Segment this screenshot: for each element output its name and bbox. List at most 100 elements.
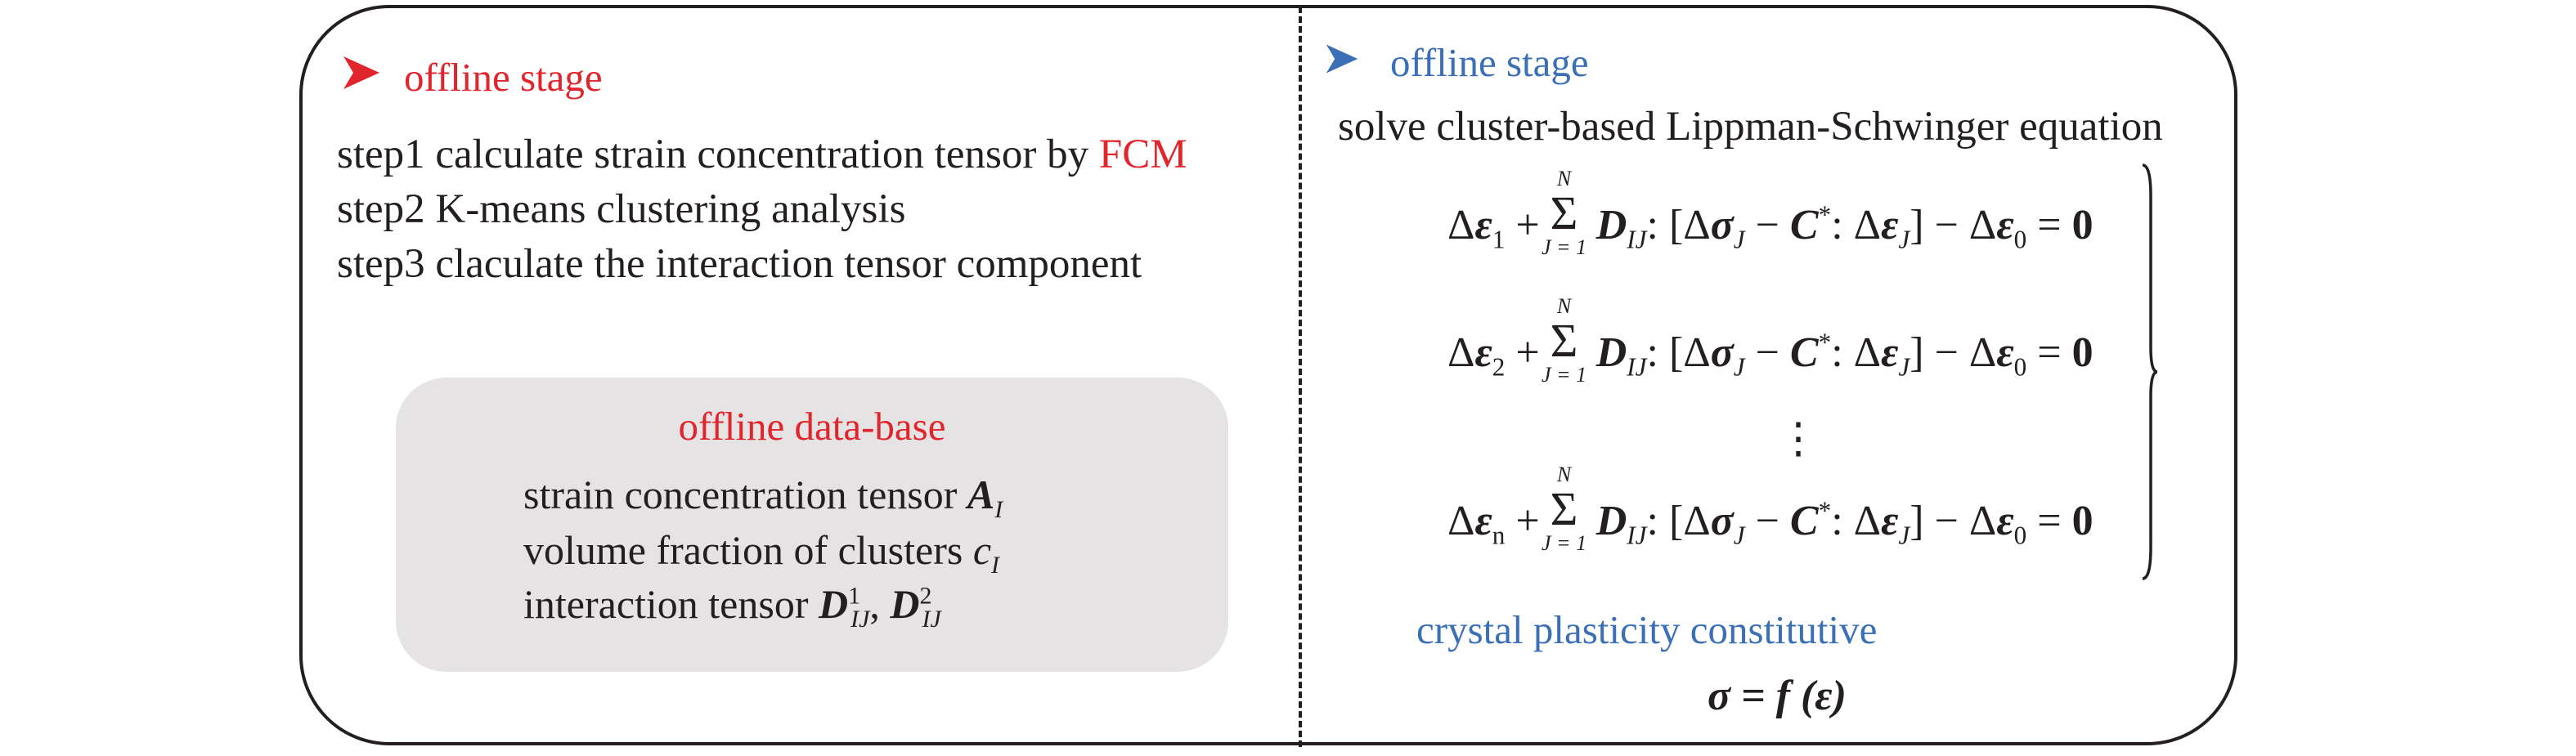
eq-eps-j-sub: J <box>1898 352 1910 382</box>
eq-delta: Δ <box>1447 498 1475 544</box>
sum-upper: N <box>1556 294 1572 318</box>
eq-eps-j: ε <box>1881 329 1899 376</box>
equation-row: Δε1 + DIJ: [ΔσJ − C*: ΔεJ] − Δε0 = 0 <box>1447 200 2094 253</box>
constitutive-formula: σ = f (ε) <box>1708 675 1847 718</box>
sum-upper: N <box>1556 167 1572 190</box>
eq-sigma: σ <box>1710 329 1734 376</box>
eq-d-sub: IJ <box>1627 225 1647 254</box>
right-heading: offline stage <box>1390 40 1589 85</box>
offline-database-box: offline data-base strain concentration t… <box>396 378 1228 672</box>
equation-row: Δε2 + DIJ: [ΔσJ − C*: ΔεJ] − Δε0 = 0 <box>1447 328 2094 380</box>
constitutive-heading: crystal plasticity constitutive <box>1416 607 1878 652</box>
eq-equals: = <box>2026 202 2072 248</box>
eq-d-sub: IJ <box>1627 521 1647 550</box>
eq-colon2: : Δ <box>1831 202 1882 248</box>
eq-eps0-sub: 0 <box>2013 352 2027 382</box>
eq-d: D <box>1595 329 1627 376</box>
eq-eps0: ε <box>1996 202 2014 248</box>
eq-eps0: ε <box>1996 498 2014 544</box>
symbol-d2-sup: 2 <box>919 582 932 610</box>
eq-epsilon-sub: 1 <box>1492 225 1506 254</box>
eq-sigma-sub: J <box>1733 352 1745 382</box>
eq-colon2: : Δ <box>1831 498 1882 544</box>
eq-close: ] − Δ <box>1910 329 1997 376</box>
eq-epsilon: ε <box>1474 498 1492 544</box>
sum-sigma: Σ <box>1550 314 1578 367</box>
symbol-c-sub: I <box>991 552 1000 579</box>
database-title: offline data-base <box>678 404 946 449</box>
symbol-d1: D <box>819 581 849 627</box>
database-item-text: volume fraction of clusters <box>523 527 973 573</box>
eq-c: C <box>1789 329 1819 376</box>
eq-eps-j-sub: J <box>1898 521 1910 550</box>
sum-lower: J = 1 <box>1542 363 1587 387</box>
step-2: step2 K-means clustering analysis <box>337 186 906 232</box>
eq-c-sup: * <box>1818 496 1832 526</box>
eq-zero: 0 <box>2071 202 2094 248</box>
eq-colon2: : Δ <box>1831 329 1882 376</box>
symbol-d1-sup: 1 <box>848 582 861 610</box>
eq-zero: 0 <box>2071 498 2094 544</box>
symbol-sep: , <box>869 581 891 627</box>
sum-sigma: Σ <box>1550 482 1578 535</box>
eq-close: ] − Δ <box>1910 498 1997 544</box>
eq-delta: Δ <box>1447 202 1475 248</box>
eq-eps-j: ε <box>1881 202 1899 248</box>
formula-text: σ = f (ε) <box>1708 673 1847 719</box>
symbol-d1-sub: IJ <box>850 606 870 633</box>
eq-colon: : [Δ <box>1646 202 1711 248</box>
symbol-a: A <box>967 472 995 517</box>
eq-epsilon: ε <box>1474 329 1492 376</box>
eq-eps0-sub: 0 <box>2013 225 2027 254</box>
eq-eps0: ε <box>1996 329 2014 376</box>
right-subtitle: solve cluster-based Lippman-Schwinger eq… <box>1338 104 2163 150</box>
eq-zero: 0 <box>2071 329 2094 376</box>
eq-colon: : [Δ <box>1646 498 1711 544</box>
database-item-volume: volume fraction of clusters cI <box>523 527 999 578</box>
eq-d-sub: IJ <box>1627 352 1647 382</box>
step-3: step3 claculate the interaction tensor c… <box>337 241 1142 287</box>
eq-sigma: σ <box>1710 498 1734 544</box>
eq-c: C <box>1789 202 1819 248</box>
eq-equals: = <box>2026 329 2072 376</box>
symbol-c: c <box>972 527 992 573</box>
database-item-text: interaction tensor <box>523 581 819 627</box>
dashed-divider <box>1299 7 1302 747</box>
eq-c: C <box>1789 498 1819 544</box>
eq-eps-j-sub: J <box>1898 225 1910 254</box>
sum-sigma: Σ <box>1550 186 1578 239</box>
eq-plus: + <box>1505 498 1551 544</box>
eq-d: D <box>1595 498 1627 544</box>
eq-sigma-sub: J <box>1733 225 1745 254</box>
left-heading: offline stage <box>404 55 603 100</box>
eq-epsilon-sub: 2 <box>1492 352 1506 382</box>
eq-c-sup: * <box>1818 200 1832 230</box>
eq-sigma-sub: J <box>1733 521 1745 550</box>
step-1-text: step1 calculate strain concentration ten… <box>337 132 1099 177</box>
database-item-interaction: interaction tensor D1IJ, D2IJ <box>523 581 941 632</box>
vdots: ⋮ <box>1777 416 1820 463</box>
step-1: step1 calculate strain concentration ten… <box>337 134 1187 176</box>
eq-minus: − <box>1744 202 1790 248</box>
eq-colon: : [Δ <box>1646 329 1711 376</box>
eq-minus: − <box>1744 498 1790 544</box>
eq-delta: Δ <box>1447 329 1475 376</box>
eq-sigma: σ <box>1710 202 1734 248</box>
fcm-highlight: FCM <box>1098 132 1187 177</box>
symbol-a-sub: I <box>994 496 1003 523</box>
eq-c-sup: * <box>1818 328 1832 357</box>
sum-lower: J = 1 <box>1542 531 1587 555</box>
arrowhead-icon <box>1325 41 1359 82</box>
eq-eps0-sub: 0 <box>2013 521 2027 550</box>
right-brace <box>2142 163 2157 580</box>
eq-d: D <box>1595 202 1627 248</box>
arrowhead-icon <box>342 55 381 97</box>
eq-plus: + <box>1505 202 1551 248</box>
symbol-d2: D <box>890 581 920 627</box>
eq-equals: = <box>2026 498 2072 544</box>
eq-plus: + <box>1505 329 1551 376</box>
eq-epsilon-sub: n <box>1492 521 1506 550</box>
